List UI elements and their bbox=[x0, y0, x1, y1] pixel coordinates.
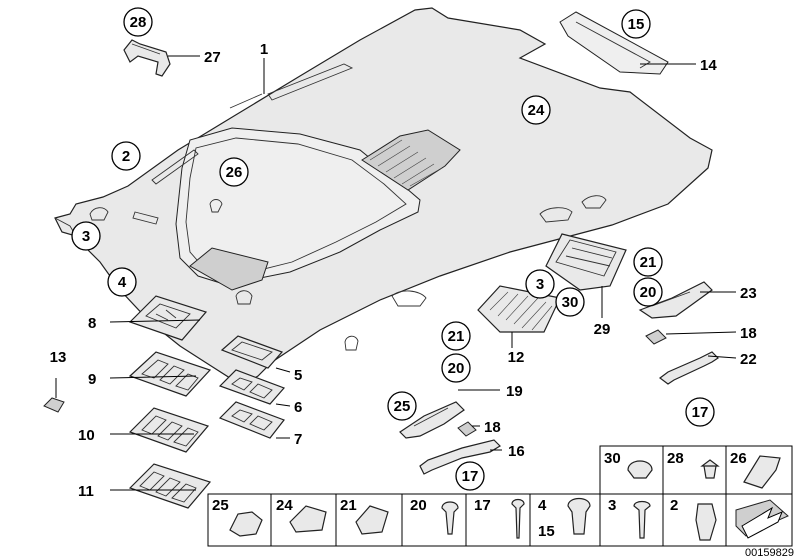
label-18-right: 18 bbox=[740, 325, 757, 342]
callout-15: 15 bbox=[621, 9, 651, 39]
svg-text:21: 21 bbox=[448, 328, 465, 345]
arrow-icon bbox=[741, 506, 783, 539]
svg-text:17: 17 bbox=[692, 404, 709, 421]
callout-28: 28 bbox=[123, 7, 153, 37]
part-13-clip bbox=[43, 397, 65, 413]
label-23: 23 bbox=[740, 285, 757, 302]
svg-text:24: 24 bbox=[528, 102, 545, 119]
hardware-table-bottom: 25 24 21 20 17 4 15 3 2 bbox=[207, 493, 793, 547]
callout-17-right: 17 bbox=[685, 397, 715, 427]
hw-label-4: 4 bbox=[538, 497, 547, 514]
hw-part-20-screw bbox=[441, 501, 459, 535]
part-8-cover bbox=[128, 295, 208, 341]
svg-text:20: 20 bbox=[448, 360, 465, 377]
hw-label-3: 3 bbox=[608, 497, 616, 514]
callout-21-right: 21 bbox=[633, 247, 663, 277]
callout-3-center: 3 bbox=[525, 269, 555, 299]
parts-8-11-covers bbox=[128, 295, 212, 509]
hw-label-15: 15 bbox=[538, 523, 555, 540]
hw-label-17: 17 bbox=[474, 497, 491, 514]
part-19-bracket bbox=[399, 401, 465, 439]
hw-label-20: 20 bbox=[410, 497, 427, 514]
hw-part-30-clip bbox=[627, 460, 653, 479]
hw-label-21: 21 bbox=[340, 497, 357, 514]
svg-text:26: 26 bbox=[226, 164, 243, 181]
callout-3: 3 bbox=[71, 221, 101, 251]
hw-label-28: 28 bbox=[667, 450, 684, 467]
label-5: 5 bbox=[294, 367, 302, 384]
svg-text:3: 3 bbox=[82, 228, 90, 245]
label-29: 29 bbox=[594, 321, 611, 338]
label-9: 9 bbox=[88, 371, 96, 388]
label-13: 13 bbox=[50, 349, 67, 366]
hw-part-21-nut bbox=[355, 505, 389, 535]
label-7: 7 bbox=[294, 431, 302, 448]
callout-24: 24 bbox=[521, 95, 551, 125]
part-16-grab-handle bbox=[419, 439, 501, 475]
circled-callouts: 28 15 24 2 26 3 4 21 20 3 30 21 20 25 17… bbox=[71, 7, 715, 491]
callout-2: 2 bbox=[111, 141, 141, 171]
svg-text:28: 28 bbox=[130, 14, 147, 31]
leader-lines bbox=[55, 55, 737, 491]
label-27: 27 bbox=[204, 49, 221, 66]
callout-26: 26 bbox=[219, 157, 249, 187]
label-22: 22 bbox=[740, 351, 757, 368]
callout-20-right: 20 bbox=[633, 277, 663, 307]
part-10-cover bbox=[128, 407, 210, 453]
svg-text:3: 3 bbox=[536, 276, 544, 293]
svg-text:20: 20 bbox=[640, 284, 657, 301]
svg-text:2: 2 bbox=[122, 148, 130, 165]
callout-4: 4 bbox=[107, 267, 137, 297]
hardware-table-top: 30 28 26 bbox=[599, 445, 793, 495]
callout-20-center: 20 bbox=[441, 353, 471, 383]
hw-part-4-expanding-rivet bbox=[567, 497, 591, 535]
hw-label-2: 2 bbox=[670, 497, 678, 514]
hw-label-26: 26 bbox=[730, 450, 747, 467]
svg-text:17: 17 bbox=[462, 468, 479, 485]
label-11: 11 bbox=[78, 483, 94, 500]
label-19: 19 bbox=[506, 383, 523, 400]
part-18-clip-center bbox=[457, 421, 477, 437]
part-18-clip-right bbox=[645, 329, 667, 345]
callout-21-center: 21 bbox=[441, 321, 471, 351]
part-22-grab-handle bbox=[659, 351, 719, 385]
hw-part-28-rivet bbox=[700, 459, 720, 479]
callout-30: 30 bbox=[555, 287, 585, 317]
svg-text:21: 21 bbox=[640, 254, 657, 271]
hw-part-26-bracket bbox=[743, 455, 781, 489]
hw-part-25-clip bbox=[229, 511, 263, 537]
hw-part-3-screw bbox=[633, 500, 651, 539]
hw-part-24-clip bbox=[289, 505, 327, 533]
diagram-id: 00159829 bbox=[745, 547, 794, 559]
label-12: 12 bbox=[508, 349, 525, 366]
hw-part-17-screw bbox=[511, 498, 525, 539]
svg-text:15: 15 bbox=[628, 16, 645, 33]
label-10: 10 bbox=[78, 427, 95, 444]
part-14-trim-strip bbox=[559, 11, 669, 75]
hw-label-30: 30 bbox=[604, 450, 621, 467]
svg-text:25: 25 bbox=[394, 398, 411, 415]
part-23-bracket bbox=[638, 281, 713, 319]
label-18-center: 18 bbox=[484, 419, 501, 436]
part-29-module bbox=[545, 233, 627, 291]
callout-25: 25 bbox=[387, 391, 417, 421]
hw-label-25: 25 bbox=[212, 497, 229, 514]
label-1: 1 bbox=[260, 41, 268, 58]
label-8: 8 bbox=[88, 315, 96, 332]
hw-part-2-clip bbox=[695, 503, 717, 541]
parts-5-7-lamp-covers bbox=[218, 335, 286, 439]
svg-text:30: 30 bbox=[562, 294, 579, 311]
hw-label-24: 24 bbox=[276, 497, 293, 514]
svg-text:4: 4 bbox=[118, 274, 127, 291]
label-6: 6 bbox=[294, 399, 302, 416]
part-11-cover bbox=[128, 463, 212, 509]
label-14: 14 bbox=[700, 57, 717, 74]
part-9-cover bbox=[128, 351, 212, 397]
part-27-bracket bbox=[123, 39, 171, 77]
part-number-labels: 1 27 14 8 9 10 11 5 6 7 13 12 29 23 18 2… bbox=[50, 41, 757, 500]
callout-17-center: 17 bbox=[455, 461, 485, 491]
label-16: 16 bbox=[508, 443, 525, 460]
